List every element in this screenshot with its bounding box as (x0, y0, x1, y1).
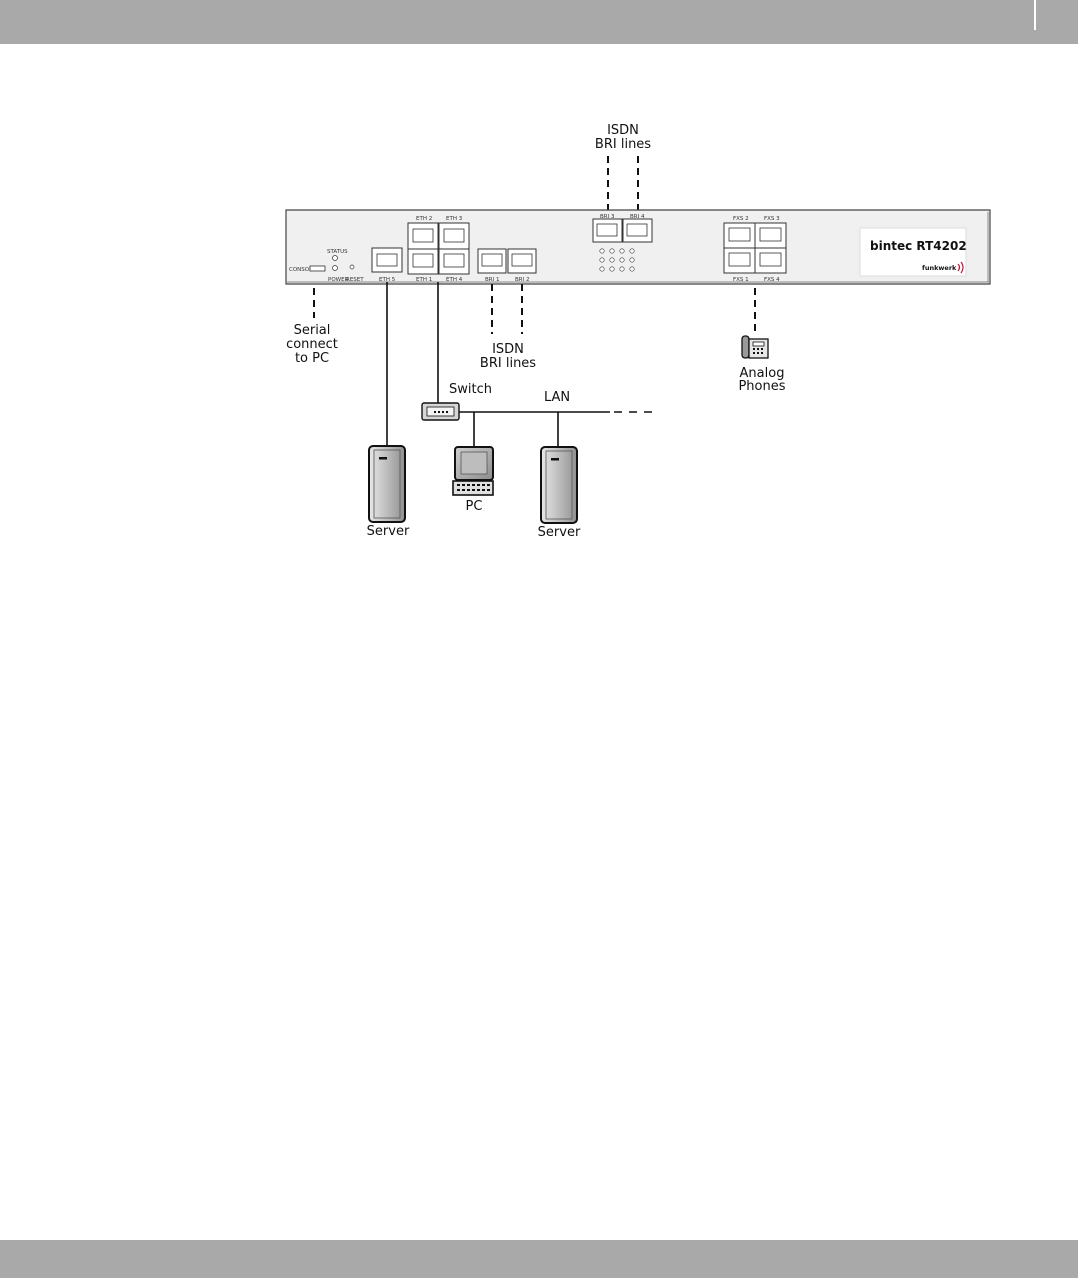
isdn-bottom-label-line1: ISDN (492, 342, 524, 357)
switch-icon (422, 403, 459, 420)
analog-phones-label-line2: Phones (738, 379, 785, 394)
router-device: CONSOLE STATUS POWER RESET ETH 5 ETH 2 E… (286, 210, 990, 284)
lan-label: LAN (544, 390, 570, 405)
eth1-label: ETH 1 (416, 277, 432, 283)
maker-logo-text: funkwerk (922, 264, 957, 272)
fxs1-label: FXS 1 (733, 277, 749, 283)
isdn-top-label-line2: BRI lines (595, 137, 651, 152)
fxs3-label: FXS 3 (764, 216, 780, 222)
console-port (310, 266, 325, 271)
eth4-label: ETH 4 (446, 277, 463, 283)
fxs2-label: FXS 2 (733, 216, 749, 222)
eth3-label: ETH 3 (446, 216, 463, 222)
server-right-icon (541, 447, 577, 523)
server-left-icon (369, 446, 405, 522)
reset-button-label: RESET (346, 277, 364, 283)
analog-phone-icon (742, 336, 768, 358)
server-left-label: Server (367, 524, 410, 539)
server-right-label: Server (538, 525, 581, 540)
isdn-bottom-label-line2: BRI lines (480, 356, 536, 371)
bri1-label: BRI 1 (485, 277, 499, 283)
status-led (333, 256, 338, 261)
eth2-label: ETH 2 (416, 216, 432, 222)
serial-label-line3: to PC (295, 351, 329, 366)
switch-label: Switch (449, 382, 492, 397)
serial-label-line2: connect (286, 337, 338, 352)
device-brand-name: bintec RT4202 (870, 239, 967, 253)
status-led-label: STATUS (327, 249, 348, 255)
power-led (333, 266, 338, 271)
isdn-top-label-line1: ISDN (607, 123, 639, 138)
serial-label-line1: Serial (294, 323, 331, 338)
pc-label: PC (466, 499, 483, 514)
bri2-label: BRI 2 (515, 277, 529, 283)
reset-button (350, 265, 354, 269)
pc-icon (453, 447, 493, 495)
fxs4-label: FXS 4 (764, 277, 780, 283)
